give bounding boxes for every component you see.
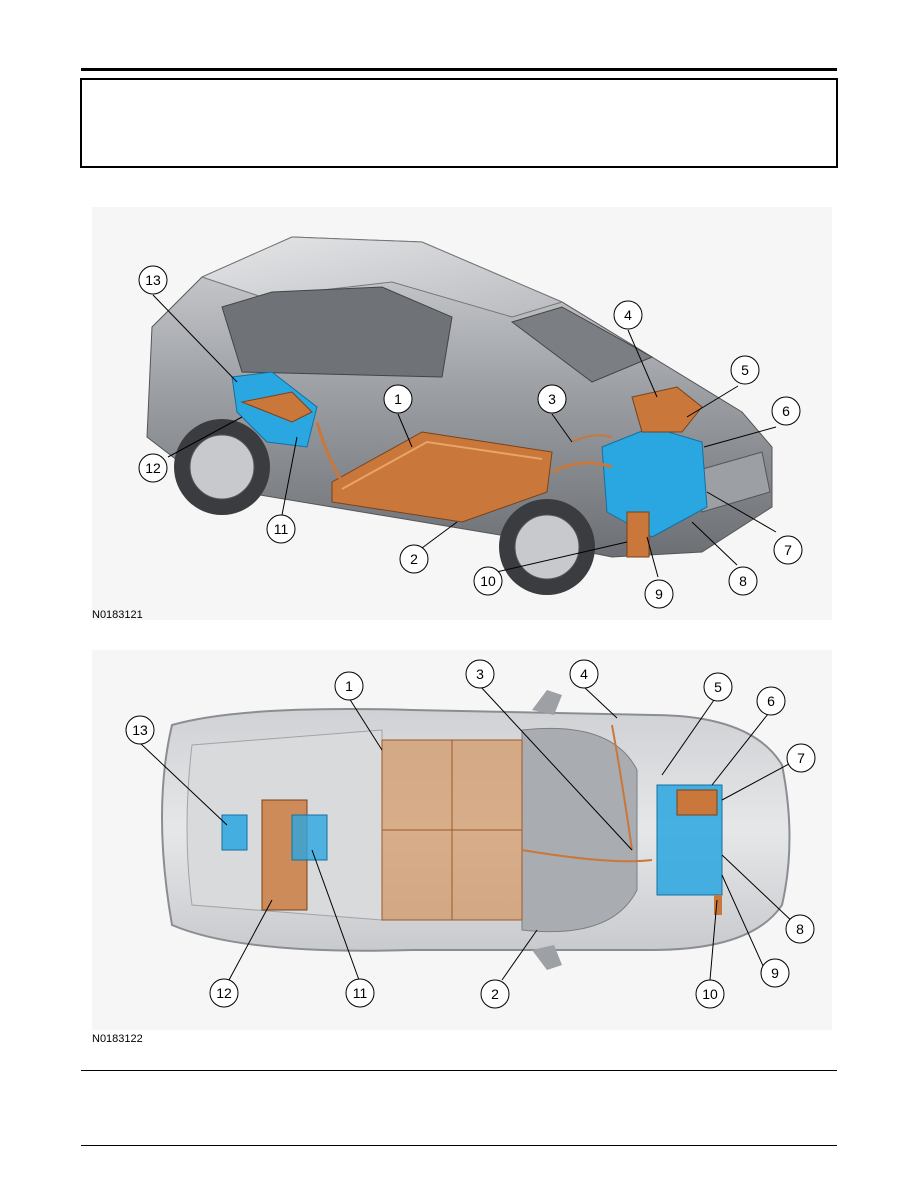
callout-10: 10 (473, 566, 503, 596)
callout-11: 11 (266, 514, 296, 544)
svg-text:12: 12 (216, 985, 232, 1001)
svg-text:6: 6 (767, 693, 775, 709)
svg-text:11: 11 (274, 521, 289, 537)
vehicle-perspective-illustration: 1 2 3 4 5 6 7 8 9 10 11 12 13 (138, 236, 803, 609)
callout-4: 4 (613, 300, 643, 330)
svg-text:8: 8 (739, 573, 747, 589)
figure-code-1: N0183121 (92, 609, 143, 621)
rear-rim (189, 434, 255, 500)
callout-9: 9 (760, 958, 790, 988)
front-hv-component (626, 511, 650, 558)
svg-text:6: 6 (782, 403, 790, 419)
top-rule (81, 68, 837, 71)
svg-text:8: 8 (796, 921, 804, 937)
front-hv-module (676, 789, 718, 816)
windshield-top (521, 727, 638, 933)
svg-text:9: 9 (655, 586, 663, 602)
rear-inverter (240, 391, 313, 423)
callout-12: 12 (138, 453, 168, 483)
svg-text:7: 7 (784, 542, 792, 558)
callout-7: 7 (786, 743, 816, 773)
svg-text:1: 1 (345, 678, 353, 694)
callout-2: 2 (399, 544, 429, 574)
footer-rule-upper (81, 1070, 837, 1071)
callout-9: 9 (644, 579, 674, 609)
figure-code-2: N0183122 (92, 1033, 143, 1045)
callout-10: 10 (695, 979, 725, 1009)
callout-13: 13 (125, 715, 155, 745)
callout-2: 2 (480, 979, 510, 1009)
svg-text:4: 4 (580, 666, 588, 682)
callout-6: 6 (771, 396, 801, 426)
callout-5: 5 (730, 355, 760, 385)
front-hv-component (714, 895, 722, 915)
callout-3: 3 (465, 659, 495, 689)
callout-11: 11 (345, 978, 375, 1008)
callout-3: 3 (537, 384, 567, 414)
callout-7: 7 (773, 535, 803, 565)
front-rim (514, 514, 580, 580)
vehicle-top-illustration: 1 2 3 4 5 6 7 8 9 10 11 12 13 (125, 659, 816, 1009)
svg-text:13: 13 (132, 722, 148, 738)
rear-drive-unit (291, 814, 328, 861)
svg-text:13: 13 (145, 272, 161, 288)
callout-5: 5 (703, 672, 733, 702)
callout-13: 13 (138, 265, 168, 295)
callout-12: 12 (209, 978, 239, 1008)
callout-6: 6 (756, 686, 786, 716)
callout-8: 8 (785, 914, 815, 944)
front-hv-module (631, 386, 703, 433)
svg-text:5: 5 (714, 679, 722, 695)
footer-rule-lower (81, 1145, 837, 1146)
side-windows (221, 286, 453, 378)
hv-cable-rear (315, 421, 344, 483)
hv-cable-front (551, 461, 613, 474)
svg-text:3: 3 (548, 391, 556, 407)
svg-text:5: 5 (741, 362, 749, 378)
svg-text:7: 7 (797, 750, 805, 766)
figure-top-view: 1 2 3 4 5 6 7 8 9 10 11 12 13 (92, 650, 832, 1030)
rear-component-13 (221, 814, 248, 851)
svg-text:10: 10 (702, 986, 718, 1002)
svg-text:10: 10 (480, 573, 496, 589)
callout-1: 1 (383, 384, 413, 414)
svg-text:4: 4 (624, 307, 632, 323)
hv-battery-pack (331, 431, 553, 523)
windshield (510, 306, 654, 383)
left-mirror (532, 690, 562, 715)
header-box (80, 78, 838, 168)
svg-text:9: 9 (771, 965, 779, 981)
svg-text:1: 1 (394, 391, 402, 407)
figure-perspective-view: 1 2 3 4 5 6 7 8 9 10 11 12 13 (92, 207, 832, 620)
right-mirror (532, 945, 562, 970)
hv-cable (521, 849, 653, 863)
svg-text:11: 11 (353, 985, 368, 1001)
svg-text:12: 12 (145, 460, 161, 476)
svg-text:2: 2 (491, 986, 499, 1002)
callout-1: 1 (334, 671, 364, 701)
svg-text:3: 3 (476, 666, 484, 682)
callout-8: 8 (728, 566, 758, 596)
callout-4: 4 (569, 659, 599, 689)
svg-text:2: 2 (410, 551, 418, 567)
